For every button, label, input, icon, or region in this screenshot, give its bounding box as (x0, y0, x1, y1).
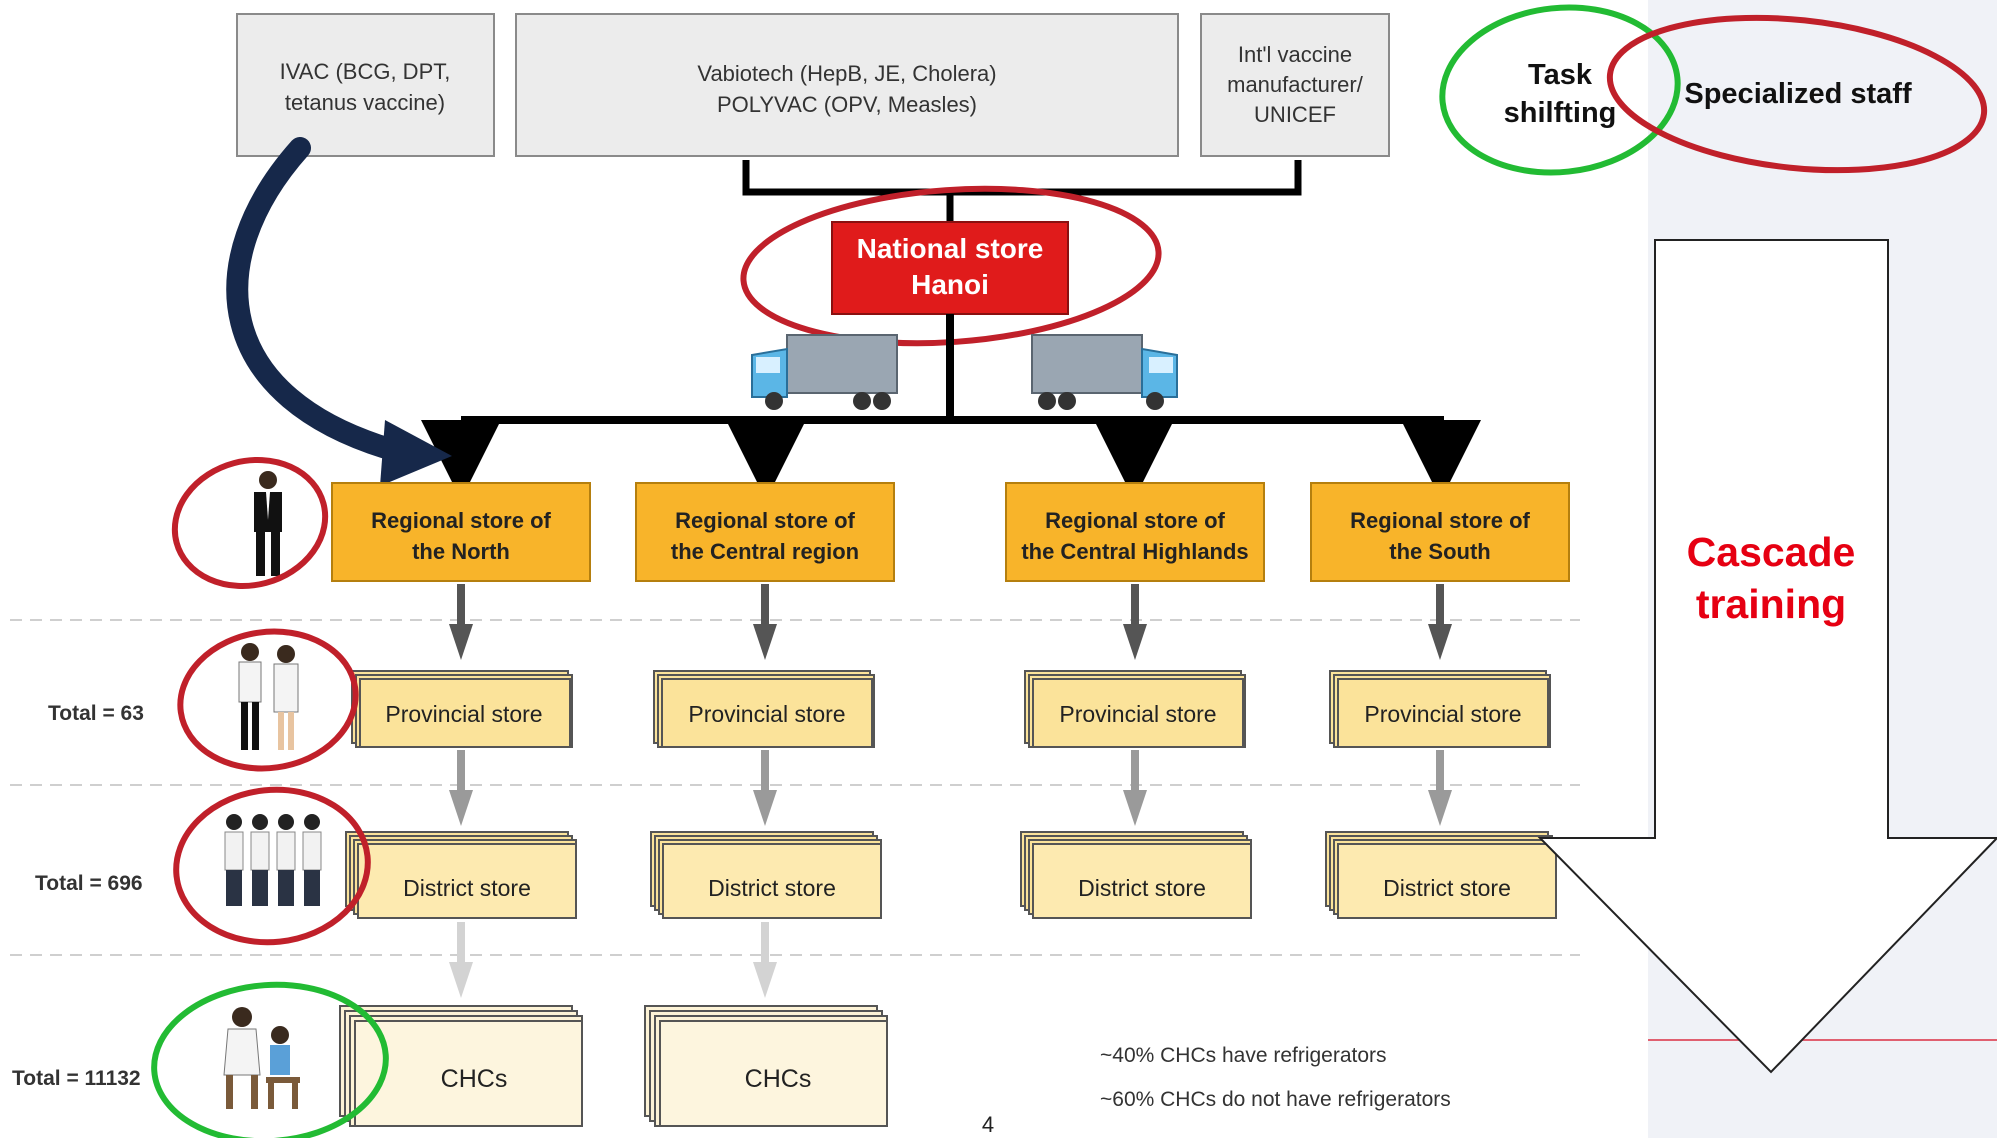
provincial-to-district-arrows (449, 750, 1452, 826)
provincial-store-box: Provincial store (653, 670, 875, 748)
supplier-box: Vabiotech (HepB, JE, Cholera) POLYVAC (O… (515, 13, 1179, 157)
national-store-line2: Hanoi (911, 269, 989, 300)
provincial-store-box: Provincial store (1329, 670, 1551, 748)
total-provincial: Total = 63 (48, 702, 144, 725)
supplier-box: IVAC (BCG, DPT, tetanus vaccine) (236, 13, 495, 157)
provincial-store-box: Provincial store (351, 670, 573, 748)
red-circle-legend (1606, 14, 1988, 174)
red-circle-annotation (173, 786, 371, 946)
green-circle-legend (1439, 4, 1681, 176)
regional-south-line2: the South (1389, 539, 1490, 564)
regional-store-box: Regional store of the South (1310, 482, 1570, 582)
cascade-training-line2: training (1696, 581, 1846, 627)
level-separators (10, 619, 1580, 956)
chc-label: CHCs (745, 1065, 812, 1093)
district-store-label: District store (1383, 875, 1511, 901)
district-to-chc-arrows (449, 922, 777, 998)
truck-icon (751, 334, 898, 410)
regional-central-line2: the Central region (671, 539, 859, 564)
district-store-label: District store (1078, 875, 1206, 901)
total-chc: Total = 11132 (12, 1067, 141, 1090)
supplier-intl-line3: UNICEF (1254, 102, 1336, 127)
health-worker-child-icon (223, 1007, 300, 1109)
red-circle-annotation (171, 456, 329, 590)
provincial-store-label: Provincial store (1059, 701, 1216, 727)
regional-highlands-line2: the Central Highlands (1021, 539, 1248, 564)
supplier-ivac-line1: IVAC (BCG, DPT, (280, 59, 451, 84)
district-store-label: District store (403, 875, 531, 901)
regional-north-line1: Regional store of (371, 508, 551, 533)
supplier-vabiotech-line1: Vabiotech (HepB, JE, Cholera) (697, 61, 996, 86)
supplier-intl-line2: manufacturer/ (1227, 72, 1364, 97)
regional-south-line1: Regional store of (1350, 508, 1530, 533)
down-arrow-icon (1537, 239, 1997, 1074)
national-store-line1: National store (857, 233, 1044, 264)
regional-north-line2: the North (412, 539, 510, 564)
note-refrigerators-have: ~40% CHCs have refrigerators (1100, 1044, 1387, 1067)
supplier-intl-line1: Int'l vaccine (1238, 42, 1352, 67)
national-store-box: National store Hanoi (831, 221, 1069, 315)
supplier-box: Int'l vaccine manufacturer/ UNICEF (1200, 13, 1390, 157)
cascade-training-line1: Cascade (1687, 529, 1856, 575)
provincial-store-label: Provincial store (688, 701, 845, 727)
page-number: 4 (982, 1112, 994, 1137)
legend-specialized-staff: Specialized staff (1684, 78, 1912, 110)
chc-label: CHCs (441, 1065, 508, 1093)
provincial-store-label: Provincial store (1364, 701, 1521, 727)
provincial-store-label: Provincial store (385, 701, 542, 727)
provincial-store-box: Provincial store (1024, 670, 1246, 748)
regional-to-provincial-arrows (449, 584, 1452, 660)
regional-highlands-line1: Regional store of (1045, 508, 1225, 533)
red-circle-annotation (177, 628, 359, 772)
district-store-box: District store (650, 831, 882, 919)
curved-arrow-icon (226, 137, 452, 486)
regional-central-line1: Regional store of (675, 508, 855, 533)
district-store-box: District store (345, 831, 577, 919)
district-store-box: District store (1020, 831, 1252, 919)
total-district: Total = 696 (35, 872, 143, 895)
green-circle-annotation (151, 981, 389, 1138)
regional-store-box: Regional store of the Central Highlands (1005, 482, 1265, 582)
district-store-label: District store (708, 875, 836, 901)
district-store-box: District store (1325, 831, 1557, 919)
legend-task-shifting-line1: Task (1528, 59, 1593, 91)
person-icon (254, 471, 282, 576)
supplier-vabiotech-line2: POLYVAC (OPV, Measles) (717, 92, 977, 117)
supplier-ivac-line2: tetanus vaccine) (285, 90, 445, 115)
national-store-red-circle (740, 185, 1162, 347)
legend-task-shifting-line2: shilfting (1504, 97, 1617, 129)
truck-icon (1031, 334, 1178, 410)
nurses-icon (238, 643, 299, 750)
national-to-regional-connector (421, 314, 1481, 500)
staff-group-icon (224, 814, 322, 906)
note-refrigerators-not: ~60% CHCs do not have refrigerators (1100, 1088, 1451, 1111)
regional-store-box: Regional store of the North (331, 482, 591, 582)
chc-box: CHCs (644, 1005, 888, 1127)
regional-store-box: Regional store of the Central region (635, 482, 895, 582)
